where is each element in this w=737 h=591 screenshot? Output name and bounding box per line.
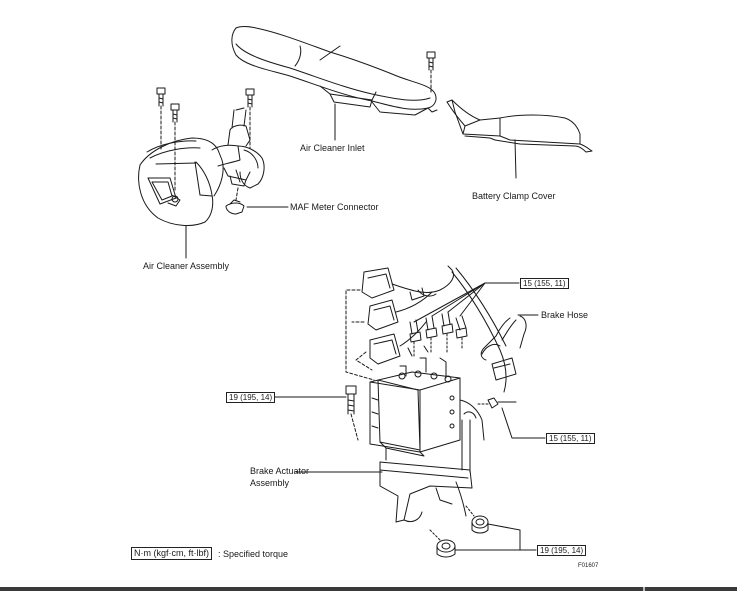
actuator-bolt <box>345 385 359 441</box>
label-battery-clamp-cover: Battery Clamp Cover <box>472 191 556 201</box>
legend-torque-units: N·m (kgf·cm, ft·lbf) <box>131 547 212 560</box>
figure-code: F01607 <box>578 563 599 569</box>
torque-box-upper-right: 15 (155, 11) <box>520 278 569 289</box>
label-brake-hose: Brake Hose <box>541 310 589 320</box>
upper-leader-lines <box>185 103 336 259</box>
battery-clamp-cover-part <box>446 99 593 179</box>
torque-box-lower-right: 15 (155, 11) <box>546 433 595 444</box>
legend-text: : Specified torque <box>218 549 289 559</box>
lower-leader-lines <box>271 282 546 551</box>
label-brake-actuator-line2: Assembly <box>250 478 290 488</box>
brake-actuator-assembly-part <box>369 357 485 523</box>
label-brake-actuator-line1: Brake Actuator <box>250 466 310 476</box>
torque-box-bottom: 19 (195, 14) <box>537 545 587 556</box>
air-cleaner-assembly-part <box>138 107 265 226</box>
side-nut <box>477 397 517 409</box>
bottom-bar-separator <box>643 587 645 591</box>
air-cleaner-bolts <box>156 87 255 191</box>
maf-connector-part <box>225 187 245 215</box>
mount-grommets <box>429 505 489 558</box>
label-air-cleaner-assembly: Air Cleaner Assembly <box>143 261 230 271</box>
label-maf-meter-connector: MAF Meter Connector <box>290 202 379 212</box>
label-air-cleaner-inlet: Air Cleaner Inlet <box>300 143 365 153</box>
torque-box-left-bolt: 19 (195, 14) <box>226 392 276 403</box>
inlet-bolt <box>426 51 436 93</box>
actuator-connectors <box>345 265 507 393</box>
air-cleaner-inlet-part <box>231 26 438 116</box>
brake-hose-part <box>407 311 527 381</box>
bottom-bar <box>0 587 737 591</box>
